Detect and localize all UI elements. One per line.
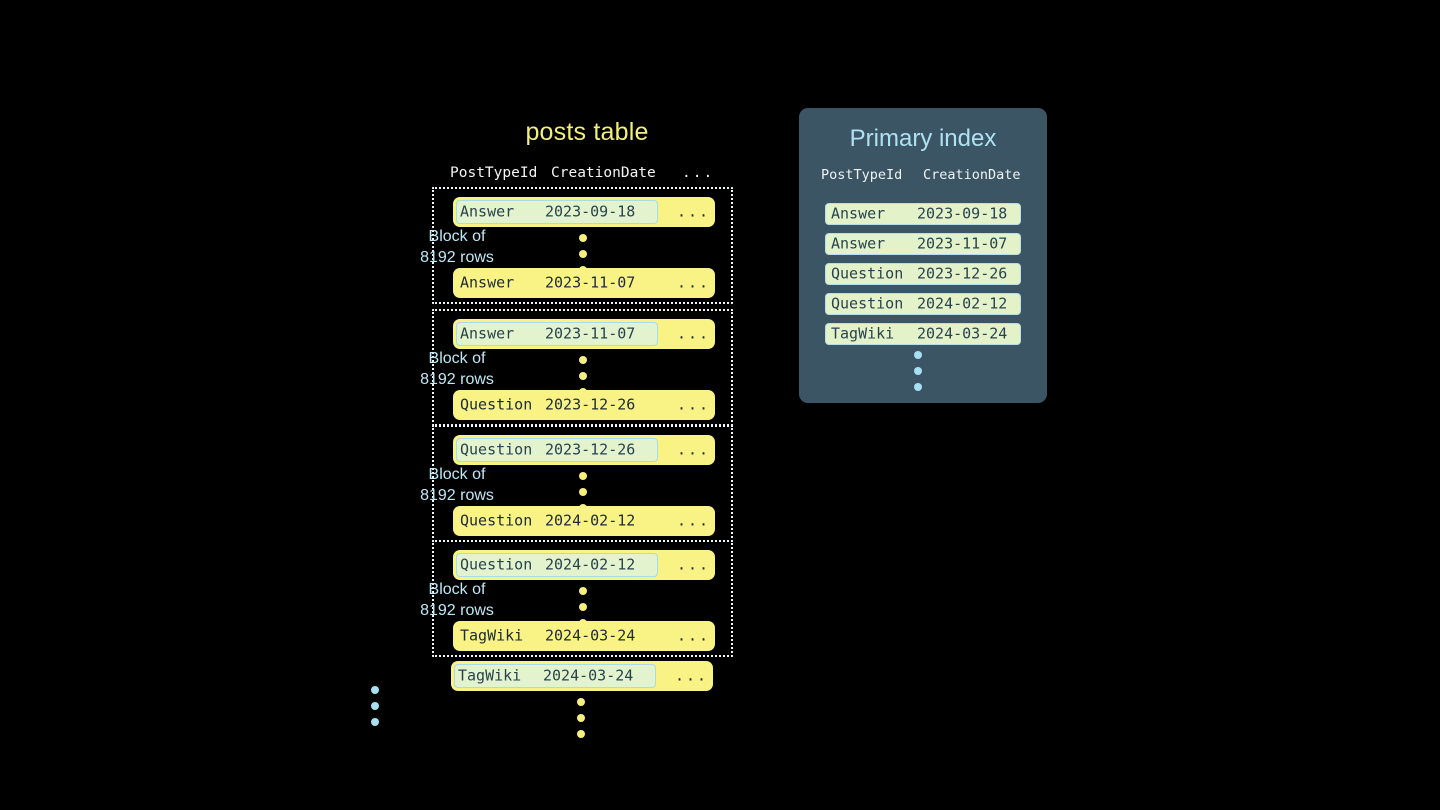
table-block: Block of 8192 rows Answer 2023-11-07 ...…	[420, 309, 733, 426]
index-mark-highlight	[454, 664, 656, 688]
table-row[interactable]: Question 2024-02-12 ...	[453, 506, 715, 536]
cell-posttypeid: Answer	[460, 202, 515, 221]
cell-more: ...	[677, 440, 711, 459]
block-label-line1: Block of	[428, 581, 486, 598]
cell-creationdate: 2023-09-18	[545, 202, 636, 221]
cell-creationdate: 2024-02-12	[545, 555, 636, 574]
table-row[interactable]: Answer 2023-11-07 ...	[453, 319, 715, 349]
column-header-creationdate: CreationDate	[551, 165, 656, 181]
column-header-creationdate: CreationDate	[923, 167, 1021, 183]
block-label: Block of 8192 rows	[392, 226, 522, 268]
cell-creationdate: 2023-11-07	[545, 273, 636, 292]
cell-more: ...	[677, 395, 711, 414]
cell-posttypeid: Answer	[460, 273, 515, 292]
cell-posttypeid: Answer	[460, 324, 515, 343]
block-label-line2: 8192 rows	[420, 602, 494, 619]
cell-posttypeid: TagWiki	[460, 626, 524, 645]
index-mark-highlight	[456, 553, 658, 577]
primary-index-panel: Primary index PostTypeId CreationDate An…	[799, 108, 1047, 403]
cell-creationdate: 2024-03-24	[545, 626, 636, 645]
cell-creationdate: 2024-03-24	[543, 666, 634, 685]
index-mark-highlight	[456, 322, 658, 346]
block-label: Block of 8192 rows	[392, 348, 522, 390]
table-block: Block of 8192 rows Question 2023-12-26 .…	[420, 425, 733, 542]
cell-more: ...	[677, 626, 711, 645]
cell-creationdate: 2023-12-26	[545, 440, 636, 459]
index-entry[interactable]: Question 2023-12-26	[825, 263, 1021, 285]
cell-creationdate: 2024-03-24	[917, 324, 1008, 343]
block-label: Block of 8192 rows	[392, 579, 522, 621]
cell-creationdate: 2024-02-12	[545, 511, 636, 530]
block-label-line2: 8192 rows	[420, 487, 494, 504]
table-row[interactable]: Question 2023-12-26 ...	[453, 390, 715, 420]
table-row[interactable]: Answer 2023-09-18 ...	[453, 197, 715, 227]
cell-posttypeid: TagWiki	[458, 666, 522, 685]
index-trailing-ellipsis-dots	[914, 351, 924, 391]
block-label-line2: 8192 rows	[420, 371, 494, 388]
cell-creationdate: 2023-12-26	[545, 395, 636, 414]
index-entry[interactable]: Question 2024-02-12	[825, 293, 1021, 315]
cell-more: ...	[675, 666, 709, 685]
cell-creationdate: 2023-11-07	[917, 234, 1008, 253]
table-row[interactable]: TagWiki 2024-03-24 ...	[453, 621, 715, 651]
cell-creationdate: 2023-12-26	[917, 264, 1008, 283]
cell-posttypeid: Question	[460, 395, 533, 414]
block-label-line1: Block of	[428, 350, 486, 367]
cell-posttypeid: Question	[831, 294, 904, 313]
cell-posttypeid: Question	[460, 555, 533, 574]
cell-more: ...	[677, 511, 711, 530]
cell-posttypeid: Question	[831, 264, 904, 283]
cell-creationdate: 2023-11-07	[545, 324, 636, 343]
cell-more: ...	[677, 202, 711, 221]
column-header-posttypeid: PostTypeId	[450, 165, 538, 181]
index-entry[interactable]: TagWiki 2024-03-24	[825, 323, 1021, 345]
table-row[interactable]: Answer 2023-11-07 ...	[453, 268, 715, 298]
column-header-posttypeid: PostTypeId	[821, 167, 903, 183]
block-label-line2: 8192 rows	[420, 249, 494, 266]
posts-table-title: posts table	[525, 118, 649, 146]
block-label-line1: Block of	[428, 228, 486, 245]
table-block: Block of 8192 rows Question 2024-02-12 .…	[420, 540, 733, 657]
index-mark-highlight	[456, 438, 658, 462]
cell-posttypeid: Answer	[831, 204, 886, 223]
posts-table-column-headers: PostTypeId CreationDate ...	[432, 165, 742, 187]
column-header-more: ...	[682, 165, 715, 181]
cell-more: ...	[677, 555, 711, 574]
index-entry[interactable]: Answer 2023-11-07	[825, 233, 1021, 255]
cell-posttypeid: TagWiki	[831, 324, 895, 343]
index-entry[interactable]: Answer 2023-09-18	[825, 203, 1021, 225]
cell-creationdate: 2024-02-12	[917, 294, 1008, 313]
cell-posttypeid: Answer	[831, 234, 886, 253]
table-row[interactable]: Question 2023-12-26 ...	[453, 435, 715, 465]
table-trailing-ellipsis-dots	[577, 698, 587, 738]
block-label: Block of 8192 rows	[392, 464, 522, 506]
index-mark-highlight	[456, 200, 658, 224]
table-row[interactable]: TagWiki 2024-03-24 ...	[451, 661, 713, 691]
block-trailing-ellipsis-dots	[371, 686, 381, 726]
cell-posttypeid: Question	[460, 440, 533, 459]
cell-creationdate: 2023-09-18	[917, 204, 1008, 223]
cell-more: ...	[677, 324, 711, 343]
cell-more: ...	[677, 273, 711, 292]
primary-index-title: Primary index	[849, 125, 997, 152]
table-row[interactable]: Question 2024-02-12 ...	[453, 550, 715, 580]
table-block: Block of 8192 rows Answer 2023-09-18 ...…	[420, 187, 733, 304]
cell-posttypeid: Question	[460, 511, 533, 530]
block-label-line1: Block of	[428, 466, 486, 483]
primary-index-column-headers: PostTypeId CreationDate	[799, 167, 1047, 187]
